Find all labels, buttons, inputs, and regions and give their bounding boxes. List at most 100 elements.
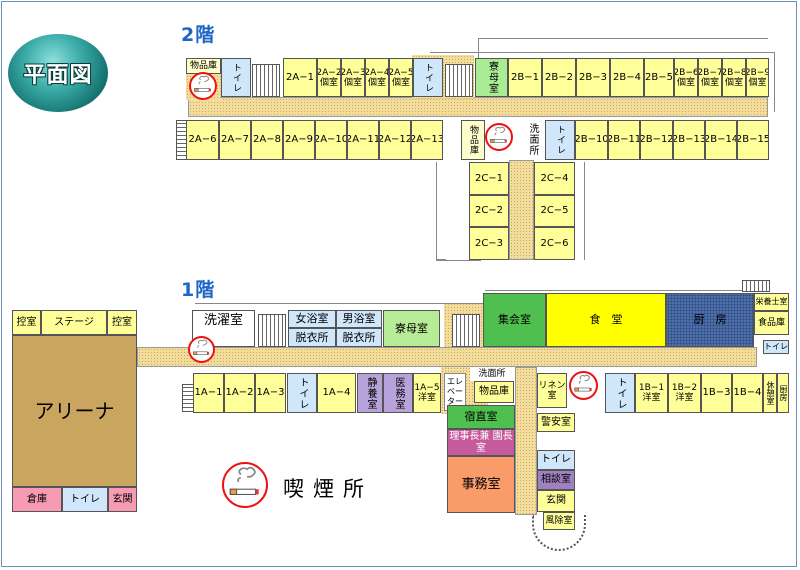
room-label: 1A−4 bbox=[322, 387, 351, 398]
room-1a-2: 1A−2 bbox=[224, 373, 255, 413]
title-badge: 平面図 bbox=[8, 34, 108, 112]
room-2-washroom: 洗面所 bbox=[520, 118, 544, 160]
smoking-area-icon bbox=[485, 123, 513, 151]
room-women-bath: 女浴室 bbox=[288, 310, 336, 328]
room-2a-7: 2A−7 bbox=[219, 120, 251, 160]
room-label: 宿直室 bbox=[464, 410, 498, 423]
room-2b-14: 2B−14 bbox=[705, 120, 737, 160]
room-2b-6: 2B−6 個室 bbox=[674, 58, 698, 97]
room-security: 警安室 bbox=[537, 413, 575, 432]
room-label: 2A−13 bbox=[411, 134, 443, 145]
room-label: 2A−7 bbox=[221, 134, 249, 145]
room-arena: アリーナ bbox=[12, 335, 137, 487]
room-label: 脱衣所 bbox=[342, 330, 376, 344]
room-label: 1A−2 bbox=[225, 387, 254, 398]
room-2a-3: 2A−3 個室 bbox=[341, 58, 365, 97]
room-quiet: 静養室 bbox=[357, 373, 383, 413]
room-dietitian: 栄養士室 bbox=[754, 293, 789, 311]
room-kitchen: 厨 房 bbox=[666, 293, 754, 347]
room-label: 2B−7 個室 bbox=[698, 67, 722, 88]
floor1-stairs-b bbox=[452, 314, 480, 347]
room-label: 2B−5 bbox=[645, 71, 673, 83]
room-label: トイレ bbox=[555, 125, 565, 155]
room-label: 2B−1 bbox=[511, 71, 539, 83]
room-2b-7: 2B−7 個室 bbox=[698, 58, 722, 97]
room-label: 控室 bbox=[16, 316, 37, 328]
room-2a-13: 2A−13 bbox=[411, 120, 443, 160]
room-2a-5: 2A−5 個室 bbox=[389, 58, 413, 97]
room-label: 食品庫 bbox=[757, 318, 785, 328]
room-label: 物品庫 bbox=[479, 386, 509, 397]
room-2-dorm-mother: 寮母室 bbox=[475, 58, 508, 97]
room-label: 2C−4 bbox=[540, 172, 569, 184]
room-label: 2C−3 bbox=[474, 237, 504, 249]
room-label: 栄養士室 bbox=[755, 297, 788, 306]
room-2a-10: 2A−10 bbox=[315, 120, 347, 160]
room-label: 倉庫 bbox=[27, 493, 47, 505]
room-label: 寮母室 bbox=[395, 321, 428, 335]
room-label: 2A−9 bbox=[285, 134, 313, 145]
room-2a-4: 2A−4 個室 bbox=[365, 58, 389, 97]
room-label: 1B−4 bbox=[733, 387, 762, 398]
room-1b-2: 1B−2 洋室 bbox=[668, 373, 701, 413]
floor1-outline-top bbox=[195, 303, 485, 304]
floor2-stairs-b bbox=[445, 64, 473, 97]
room-2b-1: 2B−1 bbox=[508, 58, 542, 97]
room-arena-entrance: 玄関 bbox=[108, 487, 137, 512]
room-label: 2B−6 個室 bbox=[674, 67, 698, 88]
smoking-area-icon bbox=[188, 336, 215, 363]
room-2c-2: 2C−2 bbox=[469, 195, 509, 227]
room-label: 1A−3 bbox=[256, 387, 285, 398]
room-label: 静養室 bbox=[365, 376, 376, 410]
room-label: 2C−1 bbox=[474, 172, 504, 184]
floor2-outline-bottom bbox=[436, 260, 481, 261]
room-2b-9: 2B−9 個室 bbox=[746, 58, 769, 97]
room-green-room-left: 控室 bbox=[12, 310, 41, 335]
room-label: 2B−9 個室 bbox=[746, 67, 769, 88]
room-linen: リネン室 bbox=[537, 373, 567, 408]
floor2-corridor-c bbox=[509, 160, 534, 260]
room-1-toilet-b: トイレ bbox=[537, 450, 575, 470]
room-2a-12: 2A−12 bbox=[379, 120, 411, 160]
floor1-outline-top2 bbox=[485, 290, 745, 291]
room-2b-12: 2B−12 bbox=[640, 120, 673, 160]
room-label: 2A−3 個室 bbox=[341, 67, 365, 88]
room-1-entrance: 玄関 bbox=[537, 490, 575, 512]
room-label: 1B−2 洋室 bbox=[671, 383, 698, 403]
room-label: ステージ bbox=[54, 316, 94, 328]
room-label: 2B−11 bbox=[608, 134, 640, 145]
room-2-toilet-b: トイレ bbox=[413, 58, 443, 97]
room-2b-13: 2B−13 bbox=[673, 120, 705, 160]
room-assembly: 集会室 bbox=[483, 293, 546, 347]
room-2-toilet-c: トイレ bbox=[545, 120, 575, 160]
room-label: 2B−14 bbox=[705, 134, 737, 145]
room-label: 事務室 bbox=[461, 476, 501, 492]
room-label: リネン室 bbox=[538, 380, 566, 401]
room-food-storage: 食品庫 bbox=[754, 311, 789, 335]
room-2c-5: 2C−5 bbox=[534, 195, 575, 227]
room-label: 食 堂 bbox=[589, 313, 623, 326]
room-office: 事務室 bbox=[447, 456, 515, 513]
room-2c-4: 2C−4 bbox=[534, 162, 575, 195]
smoking-area-icon bbox=[189, 72, 217, 100]
room-label: トイレ bbox=[231, 62, 241, 93]
room-1-toilet-a: トイレ bbox=[287, 373, 317, 413]
room-men-bath: 男浴室 bbox=[336, 310, 382, 328]
legend-smoking-icon bbox=[222, 462, 268, 508]
page-title: 平面図 bbox=[23, 63, 93, 88]
room-label: 寮母室 bbox=[486, 61, 498, 94]
room-label: 2C−2 bbox=[474, 205, 504, 216]
room-1-storage: 物品庫 bbox=[474, 381, 514, 403]
room-medical: 医務室 bbox=[383, 373, 413, 413]
floor1-label: 1階 bbox=[181, 279, 216, 301]
room-2-toilet-a: トイレ bbox=[221, 58, 251, 97]
room-label: 2B−3 bbox=[579, 71, 607, 83]
room-label: 男浴室 bbox=[342, 312, 376, 325]
room-label: 理事長兼 園長室 bbox=[449, 430, 513, 454]
smoking-area-icon bbox=[569, 371, 598, 400]
room-2a-8: 2A−8 bbox=[251, 120, 283, 160]
room-2b-5: 2B−5 bbox=[644, 58, 674, 97]
room-1a-1: 1A−1 bbox=[193, 373, 224, 413]
room-1b-3: 1B−3 bbox=[701, 373, 732, 413]
